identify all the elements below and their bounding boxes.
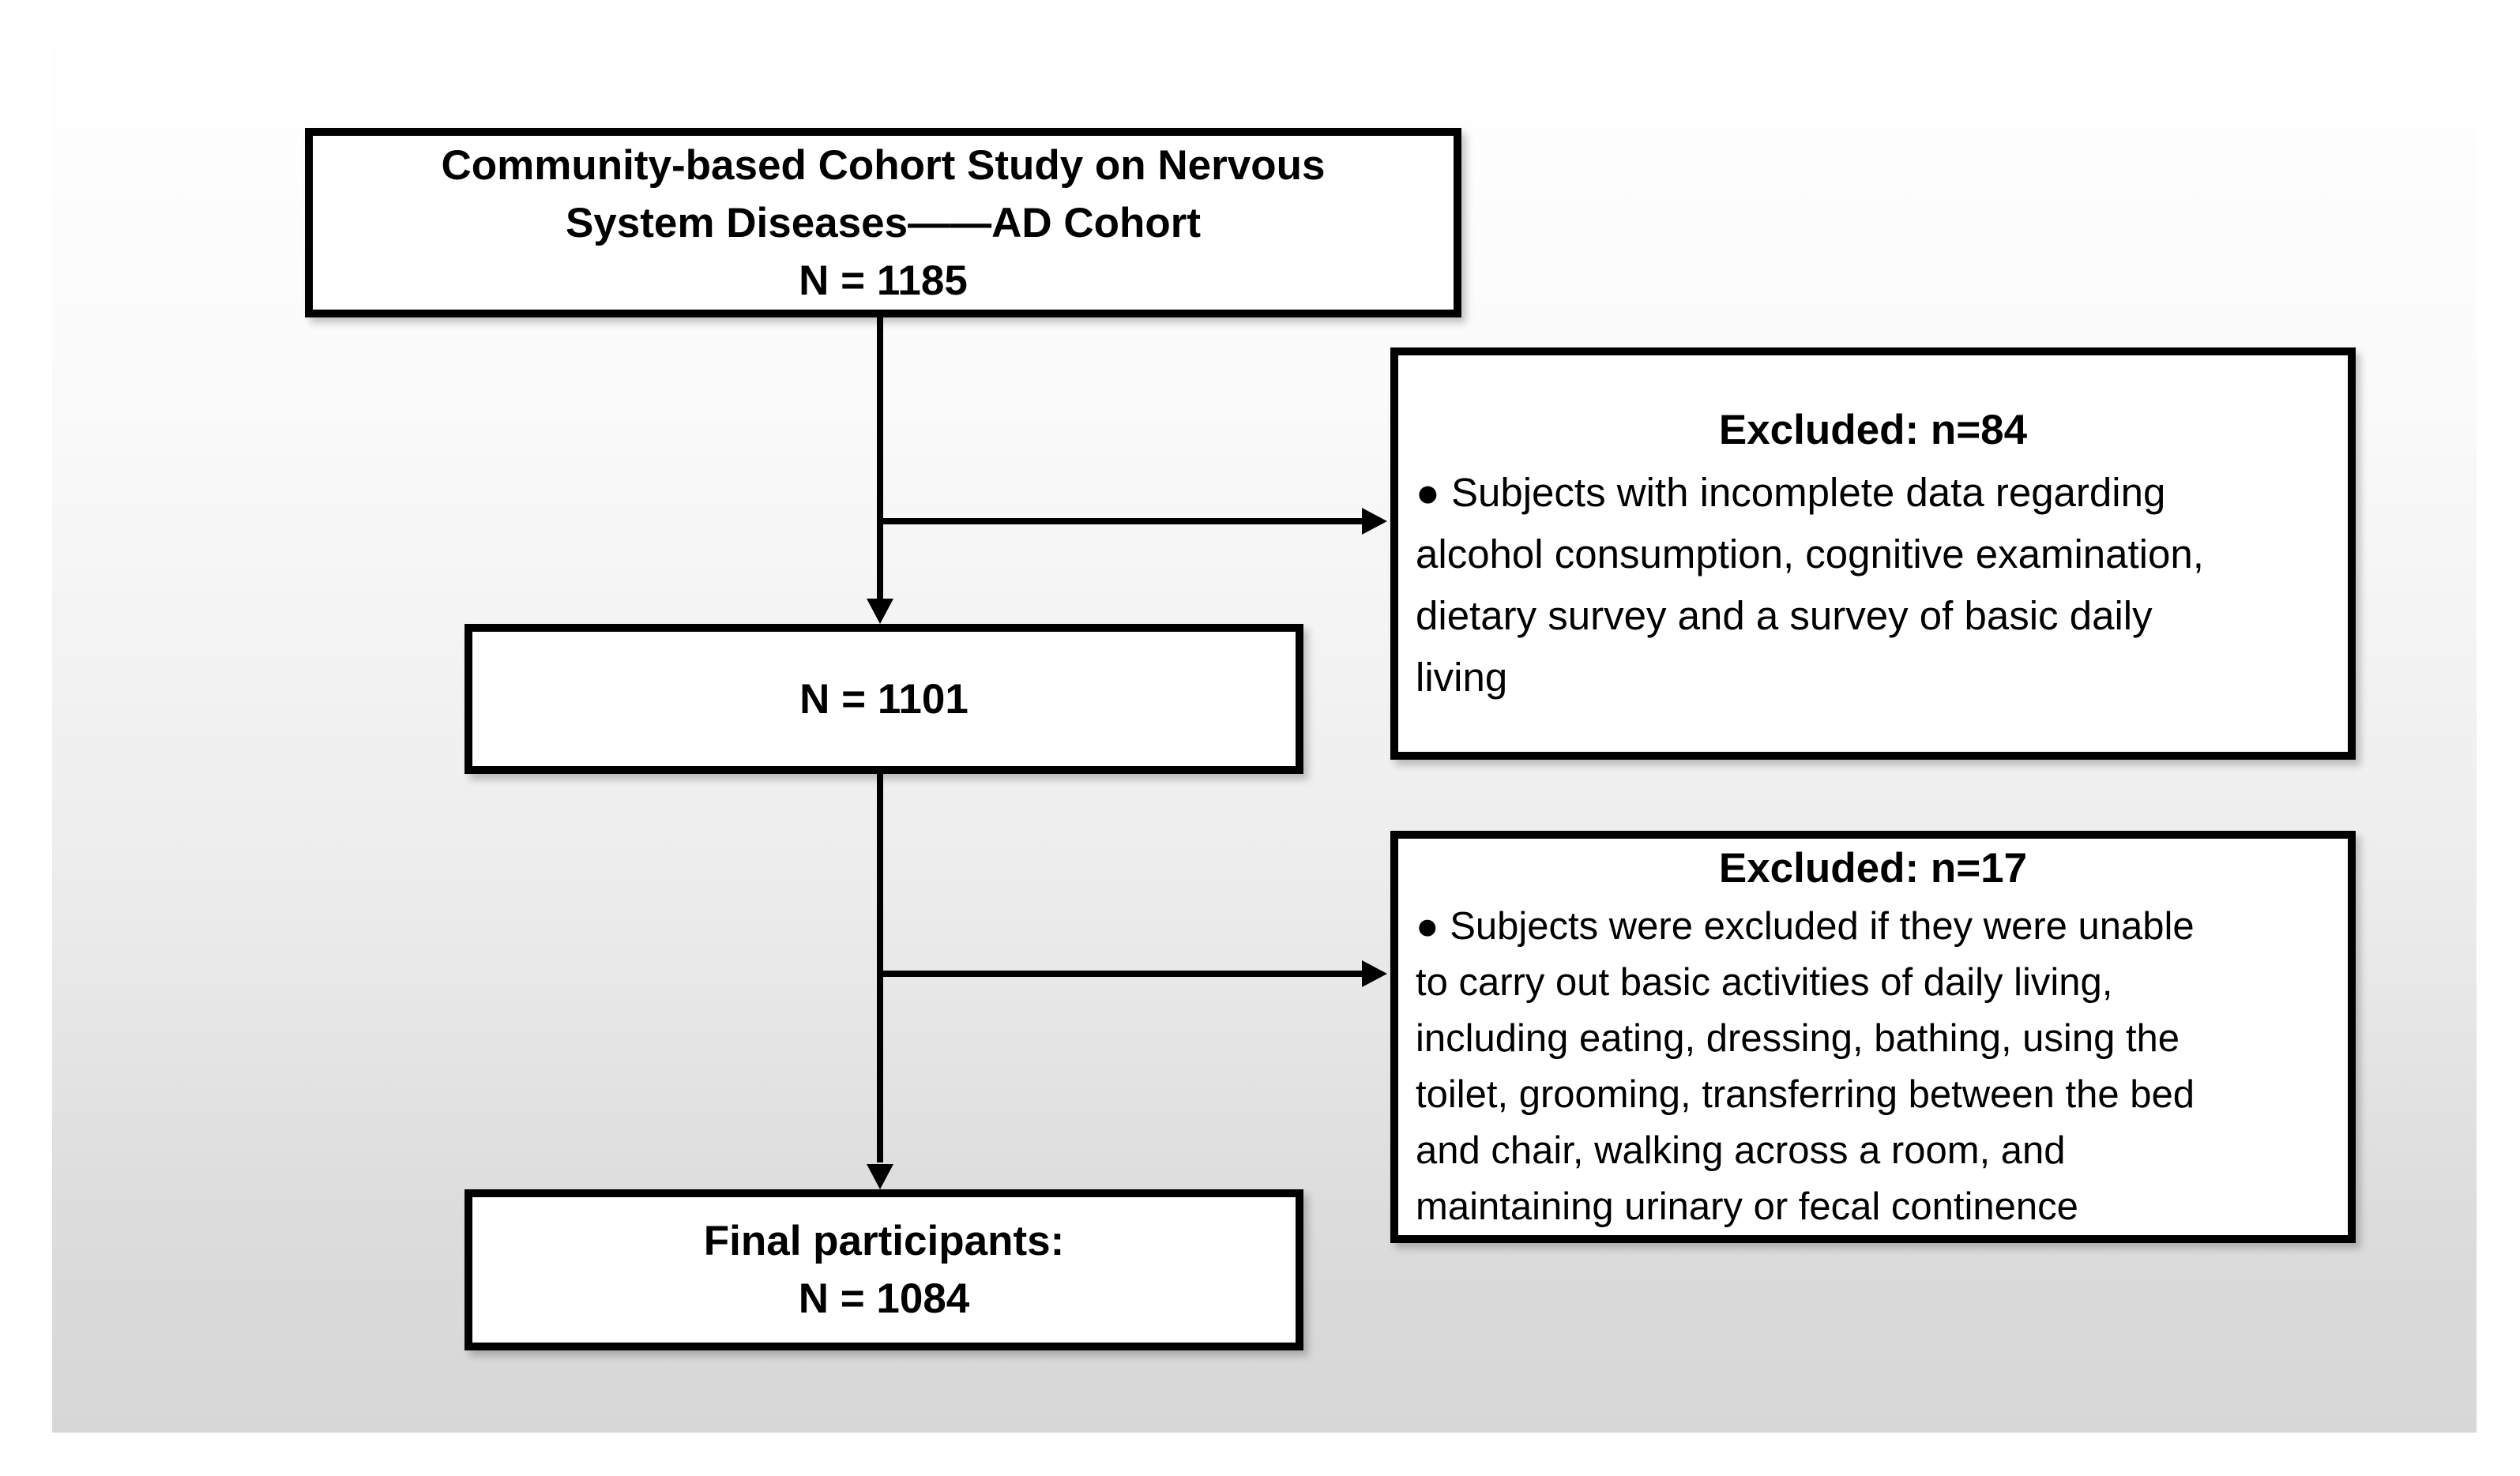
excluded1-box: Excluded: n=84 ● Subjects with incomplet…: [1390, 347, 2356, 760]
final-label: Final participants:: [703, 1218, 1065, 1264]
interim-count-box: N = 1101: [465, 624, 1303, 774]
right-arrowhead-icon: [1362, 508, 1387, 535]
excluded2-body-line: maintaining urinary or fecal continence: [1416, 1185, 2078, 1228]
excluded2-body-line: ● Subjects were excluded if they were un…: [1416, 905, 2195, 948]
connector-line-cohort-to-interim: [877, 317, 883, 602]
connector-line-to-excluded1: [877, 518, 1367, 524]
excluded2-body-line: and chair, walking across a room, and: [1416, 1129, 2066, 1172]
excluded2-body-line: toilet, grooming, transferring between t…: [1416, 1073, 2195, 1116]
excluded1-body-line: dietary survey and a survey of basic dai…: [1416, 593, 2153, 638]
excluded1-body-line: living: [1416, 655, 1508, 700]
excluded1-body-line: ● Subjects with incomplete data regardin…: [1416, 470, 2166, 515]
excluded2-title: Excluded: n=17: [1718, 845, 2028, 892]
down-arrowhead-icon: [867, 1164, 893, 1189]
excluded2-body-line: to carry out basic activities of daily l…: [1416, 961, 2113, 1004]
down-arrowhead-icon: [867, 599, 893, 624]
excluded1-title: Excluded: n=84: [1718, 407, 2028, 453]
excluded1-body-line: alcohol consumption, cognitive examinati…: [1416, 531, 2204, 577]
cohort-count: N = 1185: [799, 257, 968, 304]
excluded2-box: Excluded: n=17 ● Subjects were excluded …: [1390, 831, 2356, 1243]
connector-line-to-excluded2: [877, 971, 1367, 977]
interim-count: N = 1101: [799, 675, 969, 723]
cohort-line: Community-based Cohort Study on Nervous: [441, 141, 1326, 189]
cohort-line: System Diseases——AD Cohort: [565, 199, 1202, 246]
cohort-box: Community-based Cohort Study on Nervous …: [305, 128, 1461, 317]
right-arrowhead-icon: [1362, 960, 1387, 987]
connector-line-interim-to-final: [877, 774, 883, 1162]
excluded2-body-line: including eating, dressing, bathing, usi…: [1416, 1017, 2180, 1060]
final-count: N = 1084: [798, 1275, 970, 1322]
final-participants-box: Final participants: N = 1084: [465, 1189, 1303, 1350]
